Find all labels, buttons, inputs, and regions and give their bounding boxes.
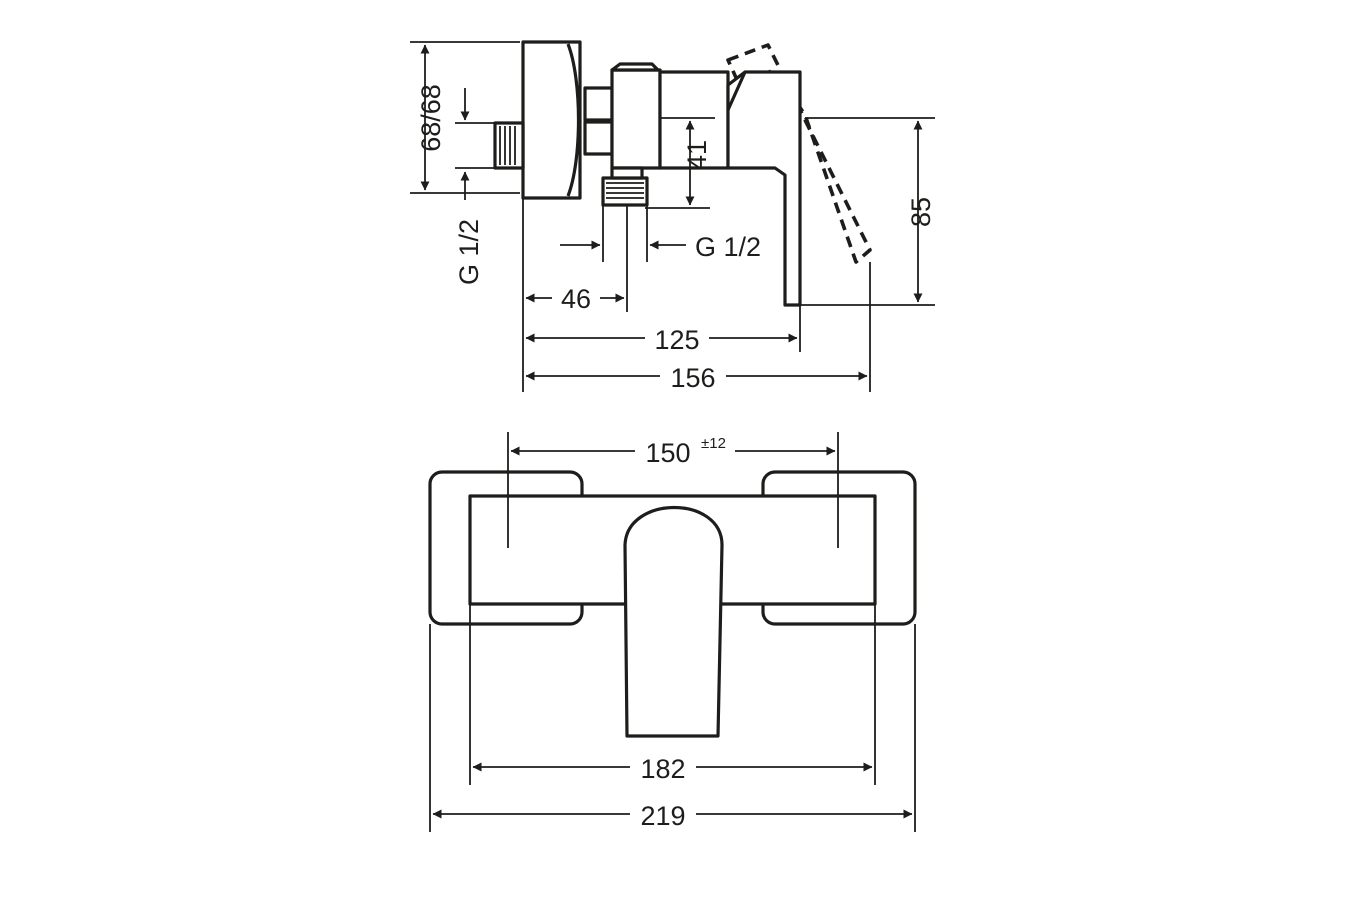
- label-depth-to-lever: 125: [654, 325, 699, 355]
- nut-lower: [583, 120, 614, 156]
- label-thread-inlet: G 1/2: [454, 219, 484, 285]
- label-wall-to-outlet: 46: [561, 284, 591, 314]
- wall-escutcheon: [521, 40, 582, 200]
- valve-body: [610, 68, 662, 170]
- label-thread-outlet: G 1/2: [695, 232, 761, 262]
- label-body-width: 182: [640, 754, 685, 784]
- front-lever: [623, 505, 724, 738]
- label-outlet-height: 41: [682, 140, 712, 170]
- label-overall-depth: 156: [670, 363, 715, 393]
- label-center-tolerance: ±12: [701, 435, 726, 452]
- nut-upper: [583, 86, 614, 122]
- side-view: 68/68 G 1/2 41 85 G 1/2 46: [410, 40, 936, 393]
- label-connection-height: 68/68: [416, 84, 446, 152]
- label-center-distance: 150: [645, 438, 690, 468]
- outlet-thread: [601, 176, 649, 207]
- label-lever-height: 85: [906, 197, 936, 227]
- lever-handle: [726, 70, 802, 307]
- front-view: 150 ±12 182 219: [428, 432, 917, 832]
- label-overall-width: 219: [640, 801, 685, 831]
